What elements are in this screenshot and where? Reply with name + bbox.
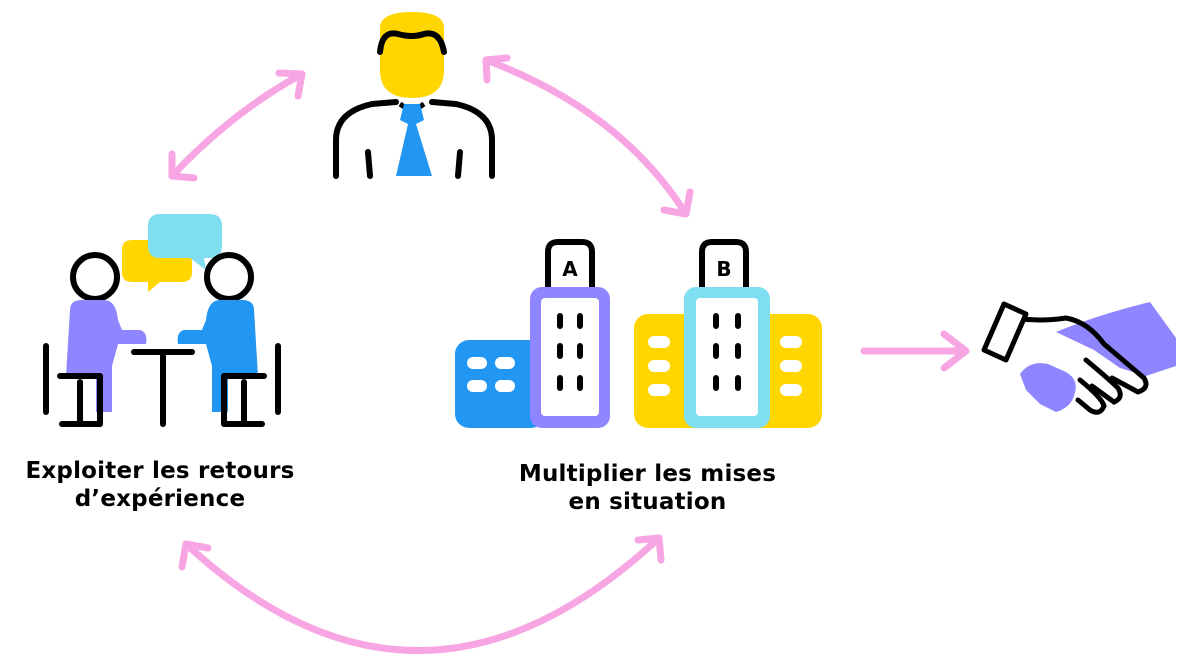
- step-label-situations-line1: Multiplier les mises: [518, 461, 777, 487]
- person-right-icon: [177, 252, 281, 427]
- speech-bubbles-icon: [122, 214, 222, 292]
- table-icon: [131, 349, 195, 427]
- arrow-to-outcome: [860, 330, 970, 372]
- step-label-feedback: Exploiter les retours d’expérience: [0, 457, 320, 513]
- building-a-tower: A: [530, 239, 610, 428]
- step-label-situations-line2: en situation: [568, 489, 727, 515]
- step-label-feedback-line2: d’expérience: [74, 486, 246, 512]
- handshake-icon: [981, 301, 1176, 415]
- step-label-feedback-line1: Exploiter les retours: [25, 458, 295, 484]
- building-b-label: B: [716, 257, 731, 281]
- arrow-top-left: [168, 69, 306, 182]
- building-a-label: A: [562, 257, 578, 281]
- person-left-icon: [43, 252, 147, 427]
- cycle-arrows: [168, 54, 970, 654]
- arrow-top-right: [482, 54, 694, 218]
- step-label-situations: Multiplier les mises en situation: [490, 460, 805, 516]
- buildings-a-b-icon: A B: [455, 239, 822, 428]
- arrow-bottom: [178, 534, 665, 654]
- building-blue: [455, 340, 545, 428]
- building-b-tower: B: [684, 239, 770, 428]
- businessman-icon: [333, 12, 495, 179]
- meeting-conversation-icon: [43, 214, 281, 427]
